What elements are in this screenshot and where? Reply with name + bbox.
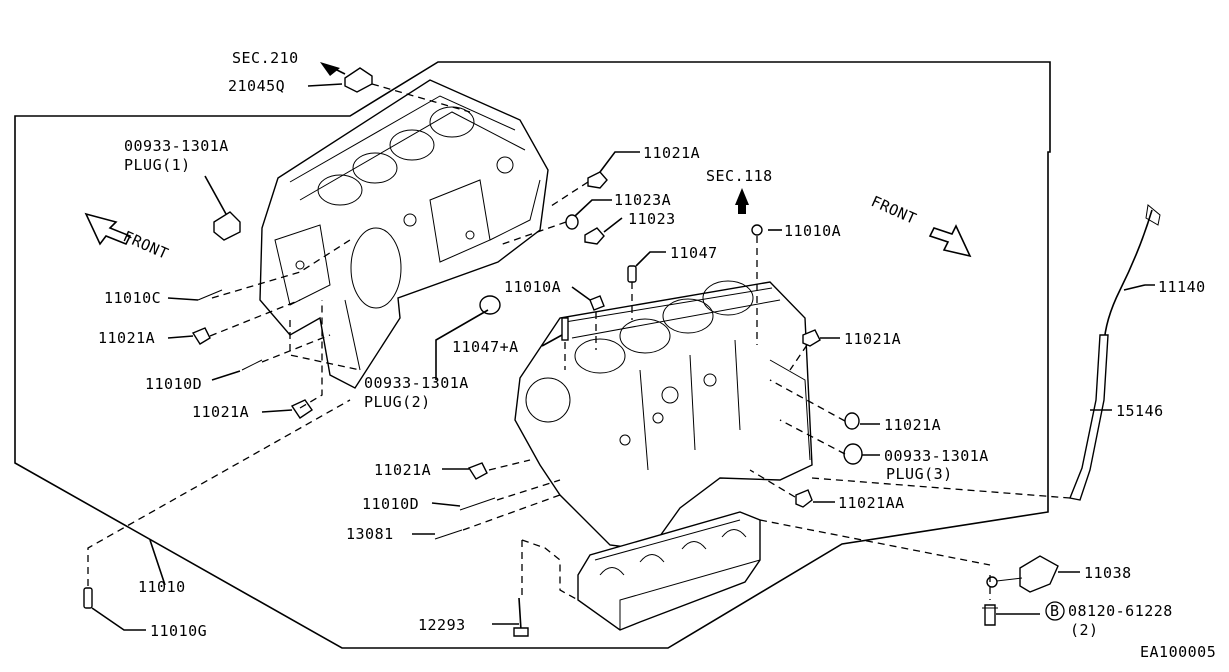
assembly-boundary <box>14 61 1051 649</box>
part-11021a-label: 11021A <box>844 330 901 348</box>
part-11021a-label: 11021A <box>374 461 431 479</box>
sec210-label: SEC.210 <box>232 49 299 67</box>
part-11021a-label: 11021A <box>643 144 700 162</box>
part-11010-label: 11010 <box>138 578 186 596</box>
part-11010d-label: 11010D <box>145 375 202 393</box>
bolt-marker-circle <box>1045 601 1065 621</box>
small-parts <box>83 67 1059 637</box>
part-11021a-label: 11021A <box>884 416 941 434</box>
plug3-label: PLUG(3) <box>886 465 953 483</box>
part-11021a-label: 11021A <box>98 329 155 347</box>
part-11140-label: 11140 <box>1158 278 1206 296</box>
plug2-number-label: 00933-1301A <box>364 374 469 392</box>
bolt-marker-letter: B <box>1050 602 1060 620</box>
front-arrow-left-icon <box>84 212 132 246</box>
diagram-reference-code: EA100005 <box>1140 643 1216 661</box>
dashed-guide-lines <box>87 83 1071 601</box>
leader-lines <box>91 83 1155 631</box>
part-11047-label: 11047 <box>670 244 718 262</box>
part-11010a-label: 11010A <box>504 278 561 296</box>
dipstick <box>1069 204 1161 501</box>
cylinder-block-right <box>514 280 813 551</box>
plug2-label: PLUG(2) <box>364 393 431 411</box>
part-11010a-label: 11010A <box>784 222 841 240</box>
sec210-arrow <box>320 62 346 76</box>
sec118-arrow <box>735 188 749 214</box>
front-right-label: FRONT <box>868 192 919 228</box>
part-11010g-label: 11010G <box>150 622 207 640</box>
part-11047a-label: 11047+A <box>452 338 519 356</box>
lower-crankcase <box>577 511 761 631</box>
bolt-quantity-label: (2) <box>1070 621 1099 639</box>
part-15146-label: 15146 <box>1116 402 1164 420</box>
part-13081-label: 13081 <box>346 525 394 543</box>
plug1-label: PLUG(1) <box>124 156 191 174</box>
part-11023a-label: 11023A <box>614 191 671 209</box>
front-left-label: FRONT <box>120 227 171 263</box>
part-12293-label: 12293 <box>418 616 466 634</box>
plug3-number-label: 00933-1301A <box>884 447 989 465</box>
cylinder-block-left <box>259 79 549 389</box>
part-11021a-label: 11021A <box>192 403 249 421</box>
bolt-number-label: 08120-61228 <box>1068 602 1173 620</box>
part-21045q-label: 21045Q <box>228 77 285 95</box>
part-11010d-label: 11010D <box>362 495 419 513</box>
part-11021aa-label: 11021AA <box>838 494 905 512</box>
front-arrow-right-icon <box>928 224 972 258</box>
part-11038-label: 11038 <box>1084 564 1132 582</box>
part-11023-label: 11023 <box>628 210 676 228</box>
part-11010c-label: 11010C <box>104 289 161 307</box>
plug1-number-label: 00933-1301A <box>124 137 229 155</box>
sec118-label: SEC.118 <box>706 167 773 185</box>
